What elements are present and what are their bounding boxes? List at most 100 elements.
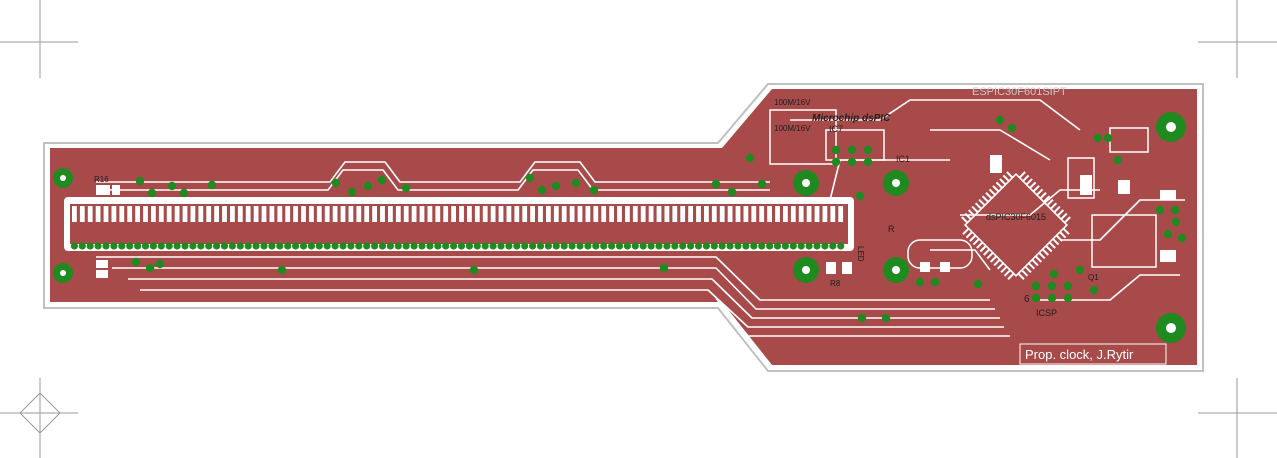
via-pad bbox=[377, 175, 387, 185]
mcu-pin bbox=[1031, 259, 1039, 267]
led-bar bbox=[143, 206, 148, 222]
led-pad bbox=[134, 242, 142, 250]
brand-silk-label: Microchip dsPIC bbox=[812, 113, 891, 124]
via-pad bbox=[469, 265, 479, 275]
mcu-pin bbox=[1053, 205, 1061, 213]
led-pad bbox=[647, 242, 655, 250]
via-pad bbox=[831, 157, 841, 167]
led-bar-row bbox=[72, 206, 844, 222]
led-pad bbox=[592, 242, 600, 250]
mcu-pin bbox=[1056, 209, 1065, 217]
via-pad bbox=[1155, 205, 1165, 215]
led-pad bbox=[750, 242, 758, 250]
led-bar bbox=[135, 206, 140, 222]
led-bar bbox=[459, 206, 464, 222]
led-bar bbox=[767, 206, 772, 222]
mcu-pin bbox=[978, 198, 986, 207]
led-pad bbox=[149, 242, 157, 250]
mcu-pin bbox=[1003, 269, 1011, 277]
led-pad bbox=[789, 242, 797, 250]
mcu-pin bbox=[996, 262, 1004, 270]
led-bar bbox=[72, 206, 77, 222]
led-pad bbox=[244, 242, 252, 250]
mcu-pin bbox=[983, 248, 991, 256]
led-pad bbox=[805, 242, 813, 250]
via-pad bbox=[363, 181, 373, 191]
led-bar bbox=[601, 206, 607, 222]
led-pad bbox=[505, 242, 513, 250]
via-pad bbox=[1007, 123, 1017, 133]
led-pad bbox=[442, 242, 450, 250]
led-pad bbox=[813, 242, 821, 250]
mcu-pin bbox=[1007, 272, 1015, 280]
via-pad bbox=[711, 179, 721, 189]
ic7-label: IC7 bbox=[829, 124, 843, 134]
led-bar bbox=[332, 206, 338, 222]
led-pad bbox=[766, 242, 774, 250]
led-bar bbox=[553, 206, 559, 222]
mcu-pin bbox=[1028, 262, 1036, 270]
led-pad bbox=[78, 242, 86, 250]
led-bar bbox=[79, 206, 85, 222]
led-pad bbox=[829, 242, 837, 250]
via-pad bbox=[589, 185, 599, 195]
led-bar bbox=[237, 206, 243, 222]
led-bar bbox=[340, 206, 346, 222]
led-pad bbox=[197, 242, 205, 250]
led-bar bbox=[743, 206, 749, 222]
led-bar bbox=[230, 206, 235, 222]
mcu-pin bbox=[1017, 272, 1025, 280]
led-bar bbox=[190, 206, 196, 222]
led-bar bbox=[783, 206, 788, 222]
led-bar bbox=[577, 206, 583, 222]
led-bar bbox=[625, 206, 630, 222]
led-bar bbox=[546, 206, 551, 222]
led-bar bbox=[790, 206, 796, 222]
mcu-pin bbox=[981, 195, 989, 203]
led-pad bbox=[347, 242, 355, 250]
mcu-label: dsPIC30F6015 bbox=[986, 212, 1046, 222]
led-bar bbox=[632, 206, 638, 222]
cap-label-2: 100M/16V bbox=[774, 124, 811, 133]
mcu-pin bbox=[1034, 255, 1043, 263]
led-bar bbox=[806, 206, 812, 222]
led-pad bbox=[734, 242, 742, 250]
led-pad bbox=[655, 242, 663, 250]
led-pad bbox=[402, 242, 410, 250]
credit-text: Prop. clock, J.Rytir bbox=[1025, 347, 1134, 362]
led-bar bbox=[316, 206, 322, 222]
via-pad bbox=[145, 263, 155, 273]
led-bar bbox=[759, 206, 765, 222]
mcu-pin bbox=[1045, 245, 1053, 253]
led-bar bbox=[372, 206, 377, 222]
mcu-dspic30f6015 bbox=[961, 171, 1071, 280]
led-bar bbox=[490, 206, 496, 222]
via-pad bbox=[207, 180, 217, 190]
mcu-pin bbox=[965, 231, 973, 239]
led-pad bbox=[797, 242, 805, 250]
mcu-pin bbox=[1038, 252, 1046, 260]
led-pad bbox=[639, 242, 647, 250]
smd-components bbox=[96, 155, 1176, 278]
led-bar bbox=[640, 206, 646, 222]
led-bar bbox=[158, 206, 164, 222]
led-bar bbox=[482, 206, 488, 222]
led-bar bbox=[293, 206, 298, 222]
led-bar bbox=[87, 206, 93, 222]
led-pad bbox=[663, 242, 671, 250]
led-bar bbox=[664, 206, 670, 222]
led-pad bbox=[173, 242, 181, 250]
led-pad bbox=[529, 242, 537, 250]
mcu-pin bbox=[985, 192, 993, 200]
via-pad bbox=[727, 187, 737, 197]
led-pad bbox=[773, 242, 782, 250]
via-pad bbox=[401, 183, 411, 193]
q-label: Q1 bbox=[1088, 273, 1099, 282]
led-bar bbox=[751, 206, 757, 222]
via-pad bbox=[659, 263, 669, 273]
led-pad bbox=[378, 242, 387, 250]
via-pad bbox=[1075, 265, 1085, 275]
via-pad bbox=[973, 279, 983, 289]
led-pad bbox=[410, 242, 418, 250]
mcu-pin bbox=[974, 202, 982, 210]
